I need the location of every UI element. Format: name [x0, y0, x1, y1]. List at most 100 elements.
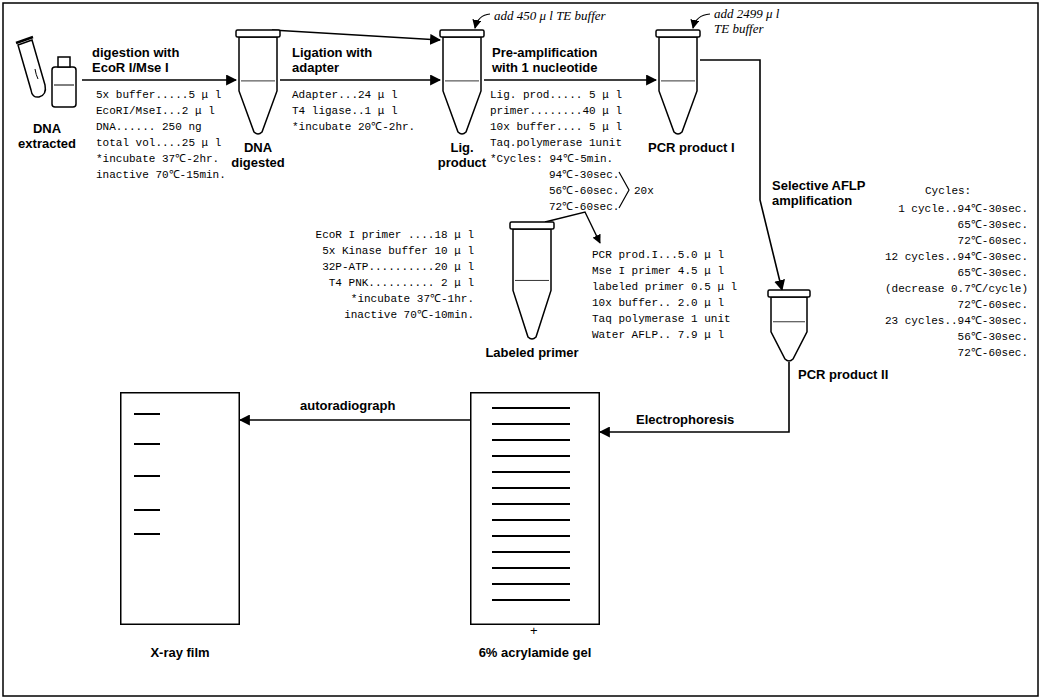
tube-icon-cap	[16, 37, 33, 43]
protocol-text: 65℃-30sec.	[958, 266, 1028, 280]
node-shape	[656, 30, 700, 135]
flow-arrow	[280, 79, 440, 81]
tube-liquid-line	[661, 80, 695, 81]
node-shape	[12, 35, 82, 113]
tube-icon	[18, 40, 45, 97]
protocol-text: Cycles:	[925, 184, 971, 198]
node-shape	[440, 30, 484, 135]
protocol-text: *incubate 37℃-2hr.	[96, 152, 219, 166]
gel-band	[492, 487, 570, 489]
bottle-icon	[52, 67, 76, 107]
protocol-text: Lig. prod..... 5 μ l	[490, 88, 622, 102]
protocol-text: 72℃-60sec.	[958, 346, 1028, 360]
flow-arrow	[600, 362, 789, 432]
step-label: digestion with EcoR I/Mse I	[92, 45, 204, 75]
node-caption: Labeled primer	[472, 345, 592, 360]
film-band	[134, 475, 160, 477]
gel-band	[492, 455, 570, 457]
protocol-text: 72℃-60sec.	[958, 234, 1028, 248]
step-label: Ligation with adapter	[292, 45, 404, 75]
step-label: Selective AFLP amplification	[772, 178, 890, 208]
pellet-line	[35, 69, 38, 79]
protocol-text: Mse I primer 4.5 μ l	[592, 264, 724, 278]
node-caption: DNA digested	[226, 140, 290, 170]
tube-body	[659, 37, 697, 134]
protocol-text: Taq polymerase 1 unit	[592, 312, 731, 326]
protocol-text: 12 cycles..94℃-30sec.	[885, 250, 1028, 264]
node-shape	[120, 392, 240, 625]
protocol-text: *incubate 20℃-2hr.	[292, 120, 415, 134]
protocol-text: EcoR I primer ....18 μ l	[316, 228, 474, 242]
gel-band	[492, 423, 570, 425]
protocol-text: primer........40 μ l	[490, 104, 622, 118]
step-label: Electrophoresis	[636, 412, 756, 427]
tube-body	[443, 37, 481, 134]
protocol-text: 32P-ATP..........20 μ l	[322, 260, 474, 274]
protocol-text: total vol....25 μ l	[96, 136, 221, 150]
protocol-text: Water AFLP.. 7.9 μ l	[592, 328, 724, 342]
tube-lid	[656, 30, 700, 37]
node-shape	[236, 30, 280, 135]
tube-lid	[236, 30, 280, 37]
node-caption: 6% acrylamide gel	[455, 645, 615, 660]
leader-arrow	[693, 14, 710, 28]
gel-band	[492, 551, 570, 553]
tube-liquid-line	[241, 80, 275, 81]
gel-band	[492, 567, 570, 569]
gel-band	[492, 439, 570, 441]
bottle-liquid	[54, 85, 74, 86]
tube-body	[771, 297, 807, 361]
film-band	[134, 533, 160, 535]
film-band	[134, 509, 160, 511]
protocol-text: 5x Kinase buffer 10 μ l	[322, 244, 474, 258]
protocol-text: inactive 70℃-10min.	[344, 308, 474, 322]
protocol-text: 56℃-30sec.	[958, 330, 1028, 344]
protocol-text: labeled primer 0.5 μ l	[592, 280, 737, 294]
node-shape	[768, 290, 810, 362]
tube-lid	[768, 290, 810, 297]
node-caption: PCR product II	[798, 367, 908, 382]
node-caption: X-ray film	[120, 645, 240, 660]
film-node: X-ray film	[120, 392, 240, 625]
tube-body	[239, 37, 277, 134]
flow-arrow	[240, 419, 470, 421]
gel-node: 6% acrylamide gel	[470, 392, 600, 625]
note-text: add 2499 μ l TE buffer	[714, 6, 794, 36]
tube-liquid-line	[773, 321, 805, 322]
protocol-text: *incubate 37℃-1hr.	[351, 292, 474, 306]
flow-arrow	[82, 79, 236, 81]
protocol-text: (decrease 0.7℃/cycle)	[885, 282, 1028, 296]
leader-arrow	[475, 14, 490, 28]
protocol-text: *Cycles: 94℃-5min.	[490, 152, 613, 166]
tube-node: Lig. product	[440, 30, 484, 135]
protocol-text: 65℃-30sec.	[958, 218, 1028, 232]
protocol-text: T4 ligase..1 μ l	[292, 104, 398, 118]
step-label: Pre-amplification with 1 nucleotide	[492, 45, 620, 75]
film-outline	[121, 393, 240, 625]
protocol-text: DNA...... 250 ng	[96, 120, 202, 134]
protocol-text: T4 PNK.......... 2 μ l	[329, 276, 474, 290]
protocol-text: 23 cycles..94℃-30sec.	[885, 314, 1028, 328]
protocol-text: 72℃-60sec.	[549, 200, 619, 214]
gel-outline	[471, 393, 600, 625]
flow-arrow	[272, 30, 440, 40]
node-caption: DNA extracted	[12, 121, 82, 151]
node-caption: PCR product I	[648, 140, 748, 155]
gel-band	[492, 503, 570, 505]
extraction-icon: DNA extracted	[12, 35, 82, 113]
protocol-text: PCR prod.I...5.0 μ l	[592, 248, 724, 262]
node-shape	[510, 222, 554, 340]
tube-node: PCR product I	[656, 30, 700, 135]
tube-body	[513, 229, 551, 339]
protocol-text: Adapter...24 μ l	[292, 88, 398, 102]
gel-band	[492, 471, 570, 473]
tube-lid	[440, 30, 484, 37]
protocol-text: 10x buffer.... 5 μ l	[490, 120, 622, 134]
bottle-neck	[58, 57, 70, 67]
polarity-mark: +	[530, 624, 538, 638]
protocol-text: 56℃-60sec.	[549, 184, 619, 198]
tube-liquid-line	[445, 80, 479, 81]
tube-node: Labeled primer	[510, 222, 554, 340]
gel-band	[492, 519, 570, 521]
